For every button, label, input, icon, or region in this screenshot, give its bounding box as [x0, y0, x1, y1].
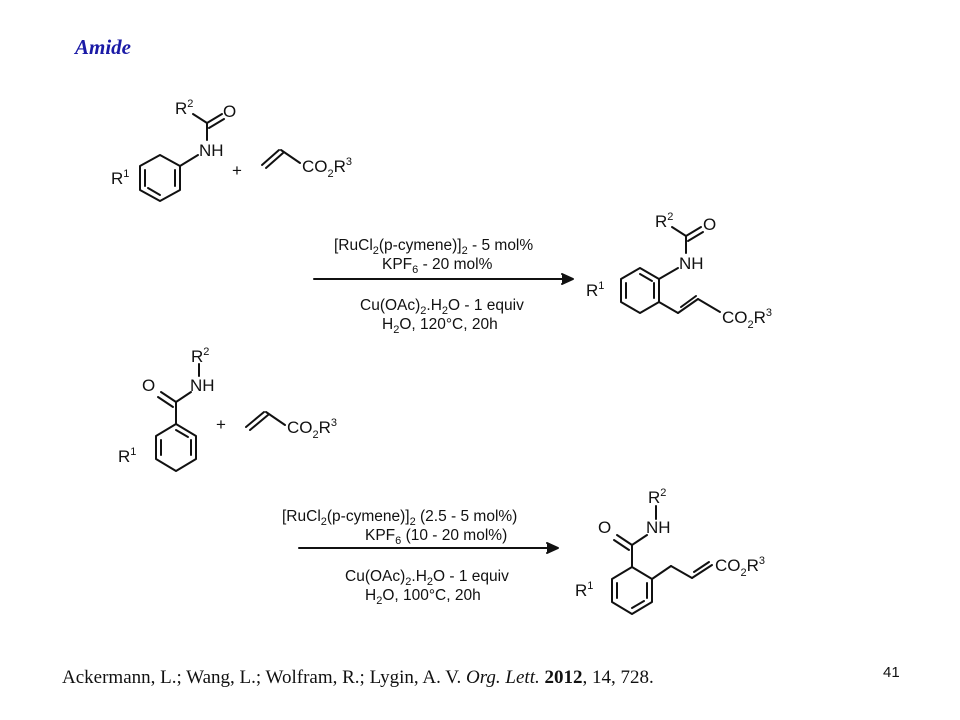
r1-reactant1-r2: R2	[175, 98, 193, 118]
r1-oxidant: Cu(OAc)2.H2O - 1 equiv	[360, 297, 524, 317]
r2-reactant1-n-bond	[175, 391, 192, 403]
r1-reactant1-r2-bond	[192, 113, 208, 124]
r2-acrylate-label: CO2R3	[287, 417, 337, 441]
r2-product-ring	[611, 566, 653, 615]
r1-product-r2-bond	[671, 226, 687, 237]
r2-product-n-bond	[631, 534, 648, 546]
r2-reactant1-carbonyl-2	[157, 396, 174, 408]
r2-reactant1-r1: R1	[118, 446, 136, 466]
r2-reactant1-o: O	[142, 376, 155, 395]
r1-reactant1-o: O	[223, 102, 236, 121]
r2-reactant1-nh: NH	[190, 376, 215, 395]
r1-product-r1: R1	[586, 280, 604, 300]
r2-product-r2: R2	[648, 487, 666, 507]
r1-product-r2: R2	[655, 211, 673, 231]
r2-additive: KPF6 (10 - 20 mol%)	[365, 527, 507, 547]
r2-reactant1-ring	[155, 423, 197, 472]
r1-acrylate-label: CO2R3	[302, 156, 352, 180]
r2-plus: +	[216, 415, 226, 434]
citation-authors: Ackermann, L.; Wang, L.; Wolfram, R.; Ly…	[62, 667, 467, 688]
r2-acrylate	[245, 411, 286, 431]
r1-product-nh: NH	[679, 254, 704, 273]
r1-arrowhead	[561, 273, 574, 285]
r2-solvent-temp: H2O, 100°C, 20h	[365, 587, 481, 607]
r2-catalyst: [RuCl2(p-cymene)]2 (2.5 - 5 mol%)	[282, 508, 517, 528]
r2-oxidant: Cu(OAc)2.H2O - 1 equiv	[345, 568, 509, 588]
r2-reactant1-carbonyl	[160, 391, 177, 403]
r1-product-ester: CO2R3	[722, 307, 772, 331]
r1-reactant1-r1: R1	[111, 168, 129, 188]
r2-product-carbonyl	[616, 534, 633, 546]
r2-reactant1-r2: R2	[191, 346, 209, 366]
r1-plus: +	[232, 161, 242, 180]
page-number: 41	[883, 664, 900, 681]
r1-product-carbonyl	[685, 226, 702, 237]
r1-reactant1-nh: NH	[199, 141, 224, 160]
r1-catalyst: [RuCl2(p-cymene)]2 - 5 mol%	[334, 237, 533, 257]
r2-product-nh: NH	[646, 518, 671, 537]
citation-journal: Org. Lett.	[466, 667, 540, 688]
r1-reactant1-n-bond	[179, 154, 199, 167]
citation-volume-pages: , 14, 728.	[582, 667, 654, 688]
r2-product-r1: R1	[575, 580, 593, 600]
r1-reactant1-carbonyl-2	[208, 118, 225, 129]
r1-additive: KPF6 - 20 mol%	[382, 256, 493, 276]
r1-product-alkene	[658, 295, 721, 314]
r2-arrowhead	[546, 542, 559, 554]
r1-product-o: O	[703, 215, 716, 234]
r1-product-n-bond	[658, 267, 679, 280]
r2-product-alkene	[651, 561, 713, 580]
r2-product-carbonyl-2	[613, 539, 630, 551]
r1-reactant1-ring	[139, 154, 181, 202]
r1-acrylate	[261, 149, 301, 169]
r2-product-o: O	[598, 518, 611, 537]
citation: Ackermann, L.; Wang, L.; Wolfram, R.; Ly…	[62, 667, 654, 689]
citation-year: 2012	[544, 667, 583, 688]
r1-solvent-temp: H2O, 120°C, 20h	[382, 316, 498, 336]
r1-product-ring	[620, 267, 660, 314]
slide-title: Amide	[75, 35, 131, 59]
r1-reactant1-carbonyl	[206, 113, 223, 124]
r1-product-carbonyl-2	[687, 231, 704, 242]
r2-product-ester: CO2R3	[715, 555, 765, 579]
